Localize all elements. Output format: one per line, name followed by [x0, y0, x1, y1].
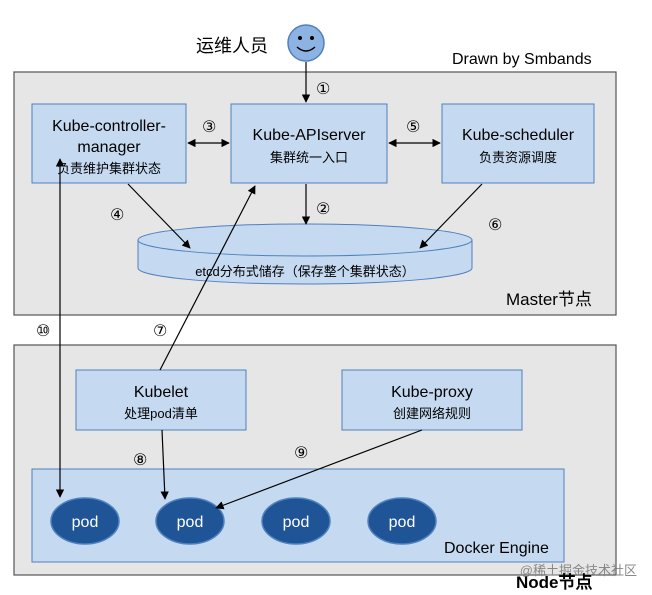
step-9-marker: ⑨ [294, 445, 308, 462]
master-node-label: Master节点 [506, 290, 592, 309]
controller-manager-title-line1: Kube-controller- [52, 118, 166, 135]
pod: pod [155, 497, 225, 545]
apiserver-title: Kube-APIserver [253, 127, 367, 144]
controller-manager-box: Kube-controller- manager 负责维护集群状态 [31, 103, 187, 184]
step-10-marker: ⑩ [36, 323, 50, 340]
step-6-marker: ⑥ [488, 217, 502, 234]
pod-label: pod [389, 514, 416, 531]
step-7-marker: ⑦ [153, 323, 167, 340]
kubelet-subtitle: 处理pod清单 [124, 406, 198, 421]
arrow-kubelet-to-apiserver [159, 185, 256, 371]
kubelet-title: Kubelet [134, 384, 189, 401]
kube-proxy-subtitle: 创建网络规则 [393, 406, 471, 421]
arrow-kubelet-to-pod [160, 429, 169, 500]
apiserver-box: Kube-APIserver 集群统一入口 [230, 103, 388, 184]
scheduler-title: Kube-scheduler [462, 127, 575, 144]
kube-proxy-box: Kube-proxy 创建网络规则 [341, 369, 523, 431]
kubelet-box: Kubelet 处理pod清单 [75, 369, 247, 431]
pod: pod [261, 497, 331, 545]
arrow-scheduler-to-etcd [419, 183, 483, 249]
arrow-controller-to-etcd [127, 183, 191, 249]
smiley-face-icon [287, 24, 325, 62]
arrow-proxy-to-pod [215, 429, 423, 510]
step-4-marker: ④ [110, 207, 124, 224]
operator-label: 运维人员 [196, 36, 268, 56]
pod-label: pod [283, 514, 310, 531]
controller-manager-title-line2: manager [77, 139, 141, 156]
pod: pod [367, 497, 437, 545]
step-2-marker: ② [316, 201, 330, 218]
step-3-marker: ③ [202, 119, 216, 136]
docker-engine-label: Docker Engine [444, 540, 549, 557]
pod: pod [50, 497, 120, 545]
kube-proxy-title: Kube-proxy [391, 384, 473, 401]
pod-label: pod [177, 514, 204, 531]
scheduler-box: Kube-scheduler 负责资源调度 [441, 103, 595, 184]
etcd-cylinder: etcd分布式储存（保存整个集群状态） [137, 223, 473, 285]
step-8-marker: ⑧ [133, 452, 147, 469]
step-5-marker: ⑤ [406, 119, 420, 136]
scheduler-subtitle: 负责资源调度 [479, 150, 557, 165]
apiserver-subtitle: 集群统一入口 [270, 150, 348, 165]
credit-text: Drawn by Smbands [452, 51, 592, 68]
watermark-text: @稀土掘金技术社区 [520, 563, 637, 578]
controller-manager-subtitle: 负责维护集群状态 [57, 161, 161, 176]
pod-label: pod [72, 514, 99, 531]
step-1-marker: ① [316, 81, 330, 98]
etcd-label: etcd分布式储存（保存整个集群状态） [195, 264, 415, 279]
worker-node-label: Node节点 [516, 572, 593, 592]
